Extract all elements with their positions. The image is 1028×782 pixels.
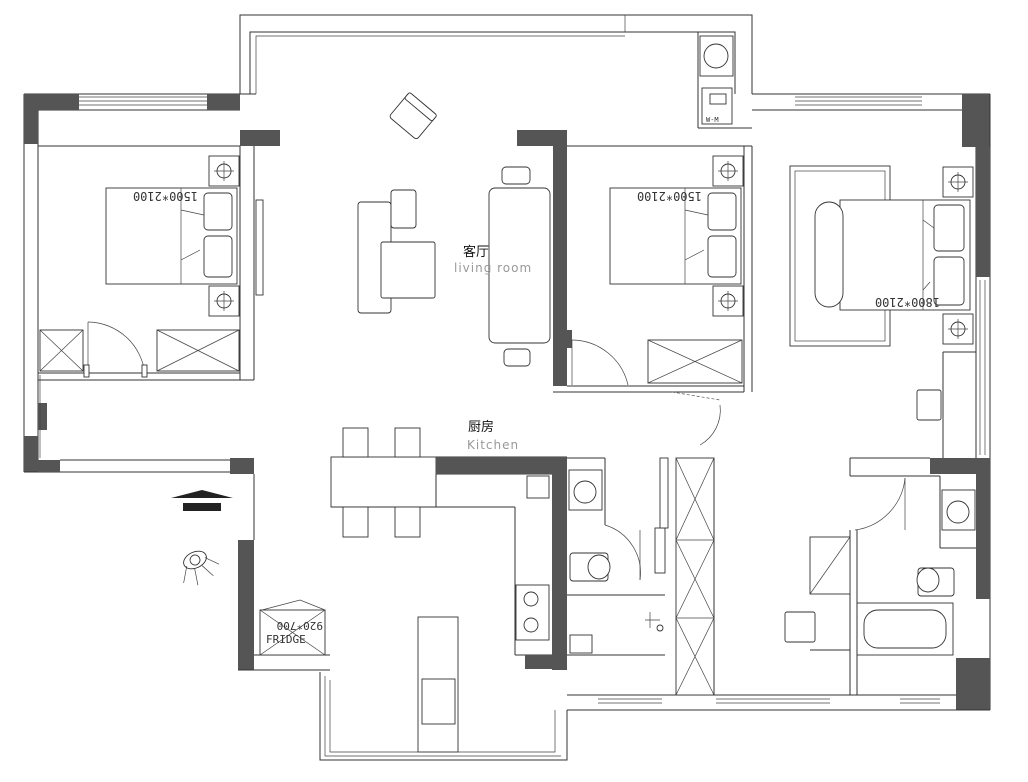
- laundry: W-M: [697, 32, 752, 129]
- bed-size-middle: 1500*2100: [637, 189, 702, 203]
- storage-closet: [675, 457, 715, 696]
- kitchen: [319, 427, 568, 761]
- bathroom-2: [784, 457, 976, 695]
- fridge-size: 920*700: [277, 619, 323, 632]
- top-balcony: [239, 14, 753, 94]
- kitchen-label-en: Kitchen: [467, 438, 519, 452]
- bedroom-master: [789, 165, 976, 458]
- entry: [171, 474, 330, 671]
- living-room: [357, 92, 551, 367]
- bathroom-1: [567, 457, 669, 656]
- bed-size-master: 1800*2100: [875, 295, 940, 309]
- bed-size-left: 1500*2100: [133, 189, 198, 203]
- washer-label: W-M: [706, 116, 719, 124]
- living-room-label-cn: 客厅: [463, 244, 489, 260]
- kitchen-label-cn: 厨房: [468, 419, 494, 435]
- outer-walls: [23, 93, 991, 711]
- bedroom-middle: [517, 130, 753, 446]
- living-room-label-en: living room: [454, 261, 532, 275]
- fridge-label: FRIDGE: [266, 633, 306, 646]
- windows: [79, 96, 986, 704]
- bedroom-left: [38, 130, 280, 458]
